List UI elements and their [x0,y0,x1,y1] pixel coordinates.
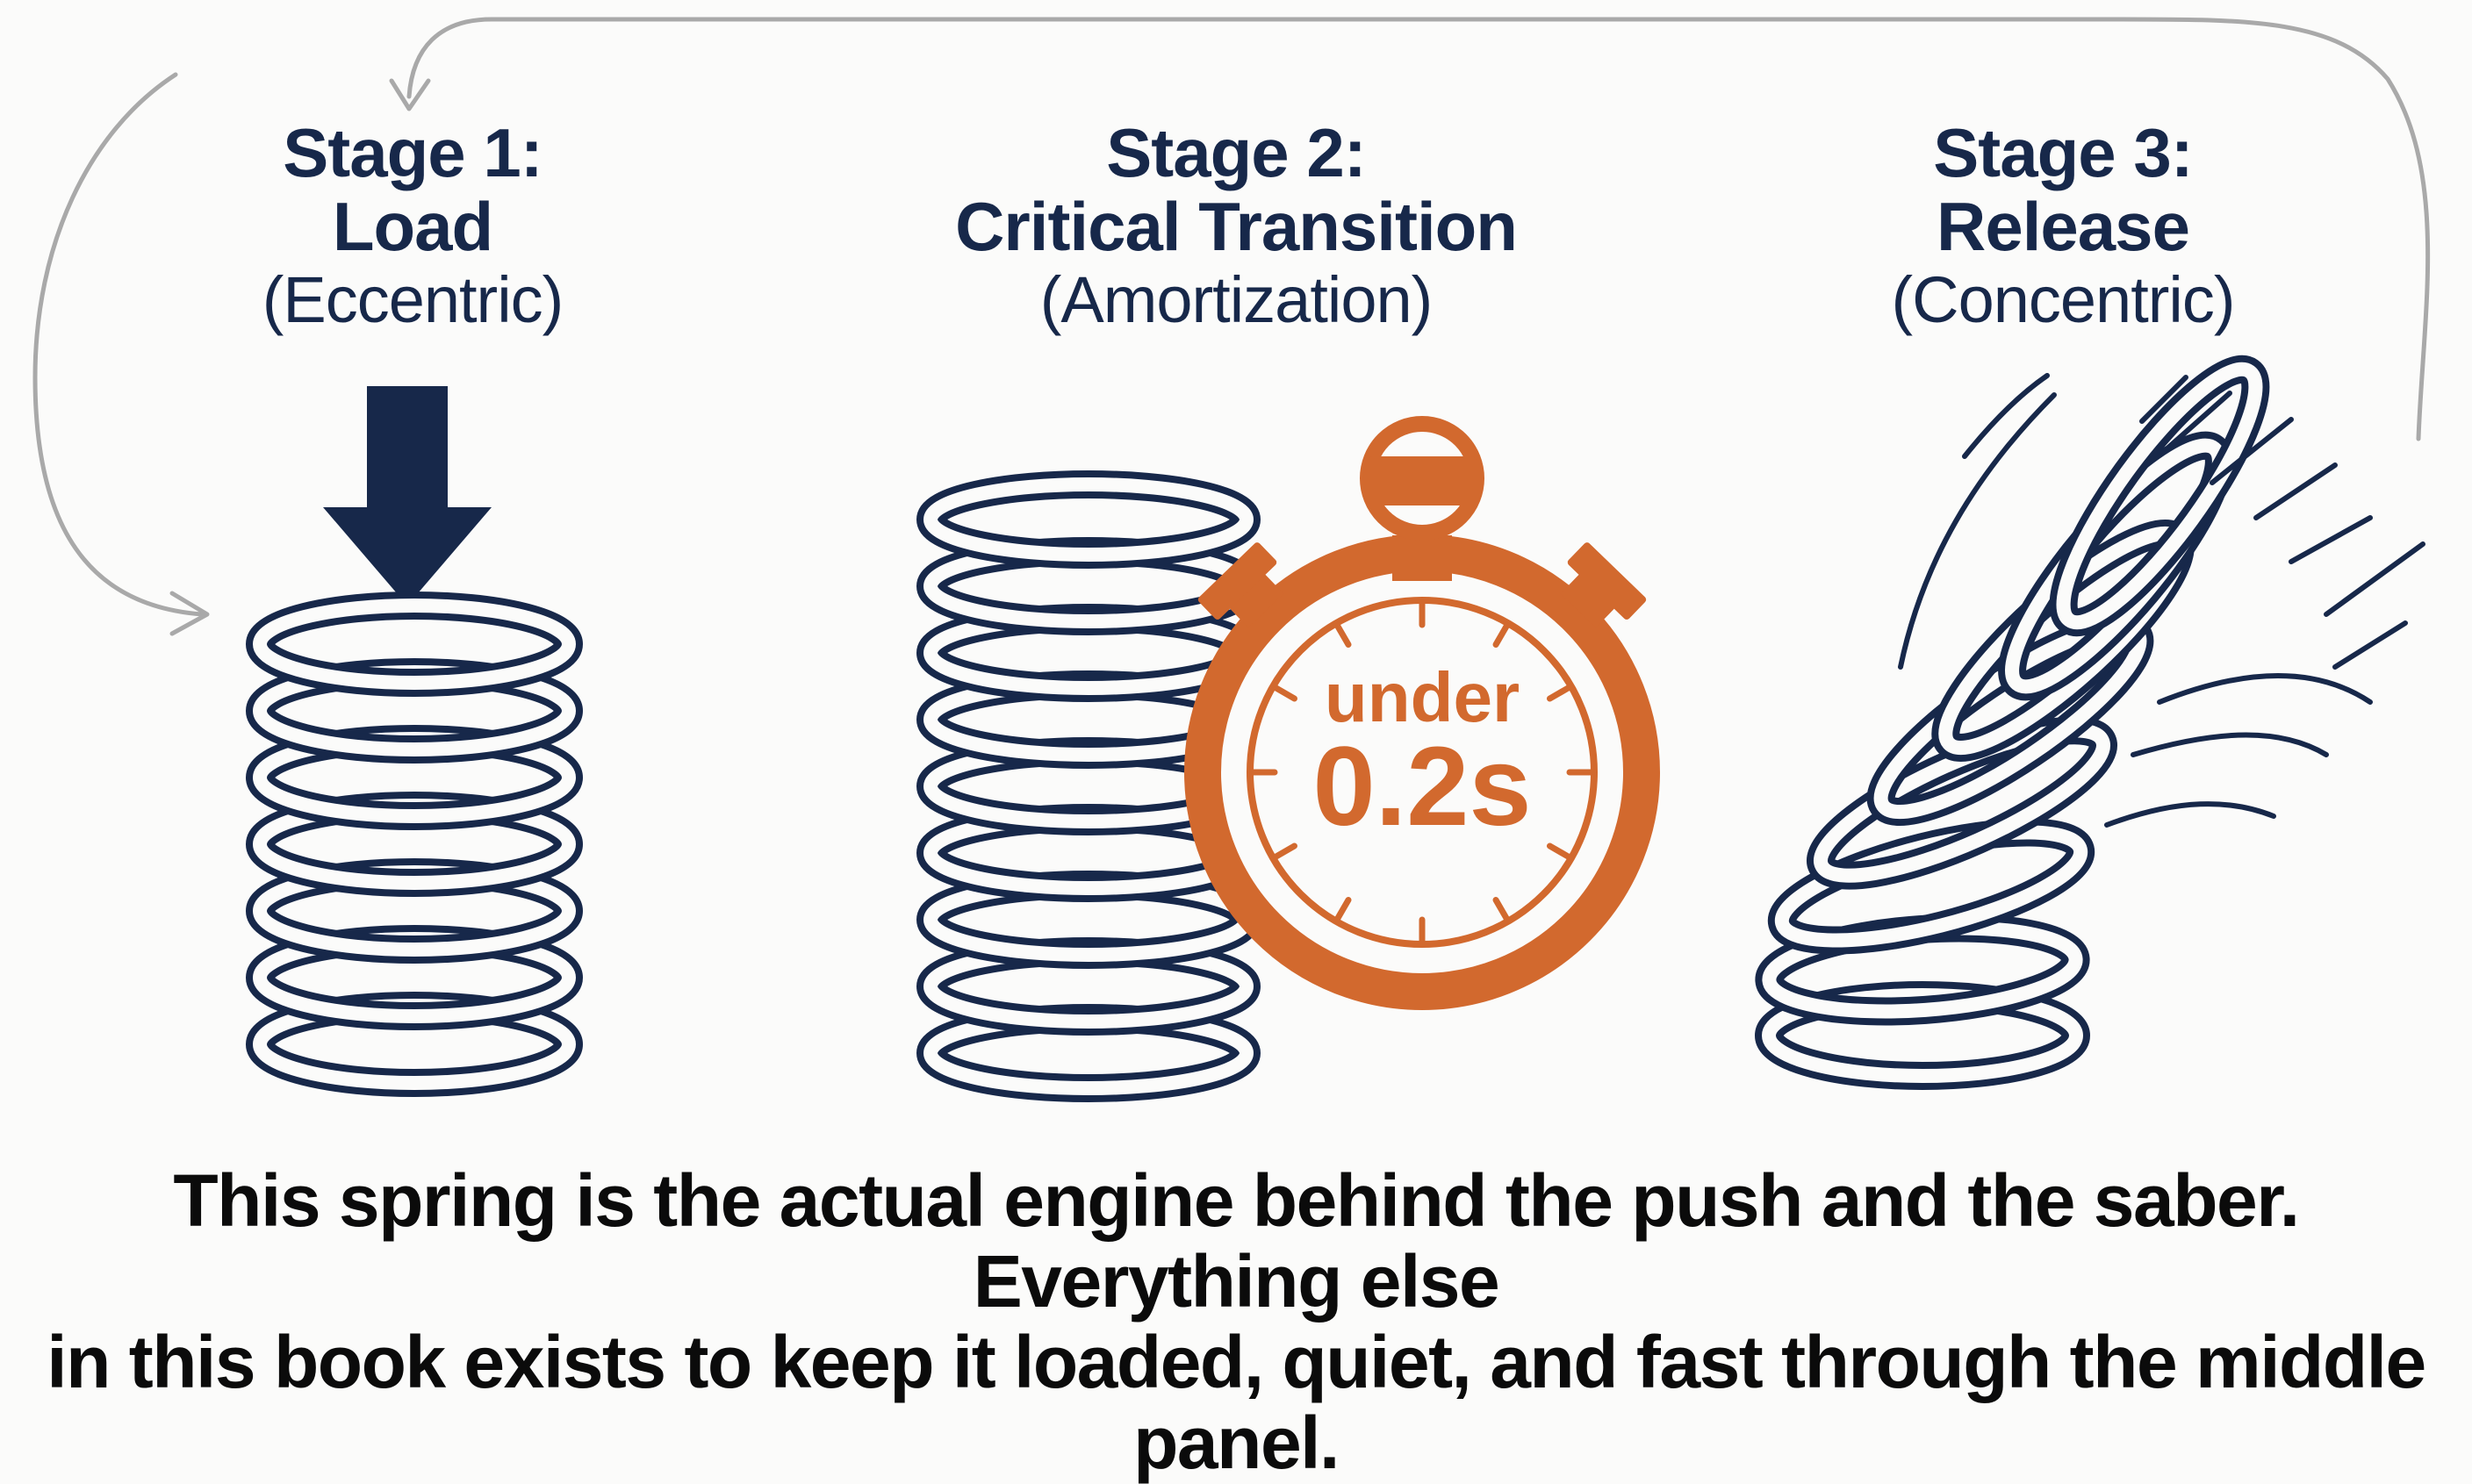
releasing-spring-icon [1755,355,2425,1090]
loop-arrow-icon [32,17,2431,636]
stage-3-name: Release [1937,188,2190,265]
stage-1-number: Stage 1: [283,114,543,191]
down-arrow-icon [323,386,492,606]
timer-label-line1: under [1325,658,1520,736]
timer-label-line2: 0.2s [1312,724,1531,850]
caption-line-1: This spring is the actual engine behind … [173,1159,2300,1323]
stage-3-subtitle: (Concentric) [1891,263,2236,336]
stage-2-name: Critical Transition [955,188,1518,265]
stage-1-subtitle: (Eccentric) [262,263,564,336]
stage-3-number: Stage 3: [1933,114,2193,191]
stage-2-subtitle: (Amortization) [1039,263,1434,336]
stage-2-title: Stage 2: Critical Transition (Amortizati… [885,116,1587,337]
stage-1-name: Load [332,188,493,265]
stage-2-number: Stage 2: [1106,114,1366,191]
stage-1-title: Stage 1: Load (Eccentric) [61,116,764,337]
stage-3-title: Stage 3: Release (Concentric) [1712,116,2414,337]
stopwatch-icon: under 0.2s [1184,416,1660,1010]
caption: This spring is the actual engine behind … [18,1160,2454,1483]
caption-line-2: in this book exists to keep it loaded, q… [47,1321,2426,1484]
compressed-spring-icon [246,591,583,1097]
diagram-canvas: under 0.2s [32,17,2431,1102]
